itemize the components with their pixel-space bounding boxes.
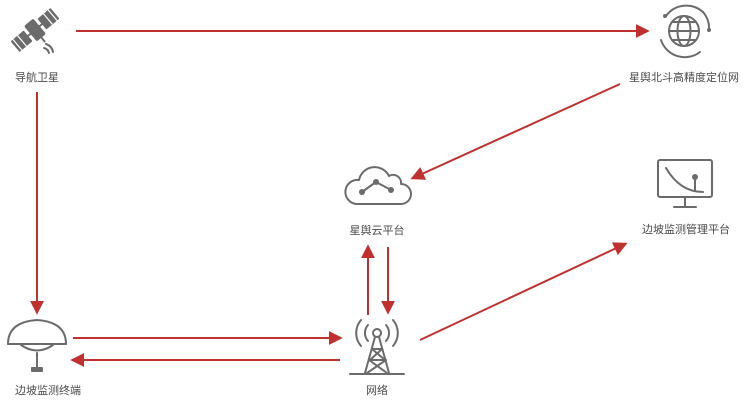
- arrow-network-to-management-platform: [419, 242, 628, 341]
- node-management-platform: 边坡监测管理平台: [642, 159, 730, 236]
- node-positioning-network: 星舆北斗高精度定位网: [629, 4, 739, 84]
- connectors: [30, 24, 650, 367]
- monitor-chart-icon: [657, 159, 713, 208]
- signal-tower-icon: [349, 319, 405, 375]
- node-terminal: 边坡监测终端: [7, 319, 81, 397]
- cloud-icon: [344, 166, 412, 205]
- node-label-positioning-network: 星舆北斗高精度定位网: [629, 70, 739, 84]
- node-label-cloud-platform: 星舆云平台: [350, 223, 405, 237]
- node-cloud-platform: 星舆云平台: [344, 166, 412, 237]
- node-label-management-platform: 边坡监测管理平台: [642, 222, 730, 236]
- satellite-icon: [10, 8, 60, 52]
- arrow-positioning-network-to-cloud: [410, 83, 621, 180]
- node-network: 网络: [349, 319, 405, 397]
- globe-network-icon: [660, 4, 711, 59]
- node-label-network: 网络: [366, 383, 388, 397]
- node-label-terminal: 边坡监测终端: [15, 383, 81, 397]
- node-label-satellite: 导航卫星: [15, 70, 59, 84]
- gnss-antenna-icon: [7, 319, 67, 372]
- node-satellite: 导航卫星: [10, 8, 60, 84]
